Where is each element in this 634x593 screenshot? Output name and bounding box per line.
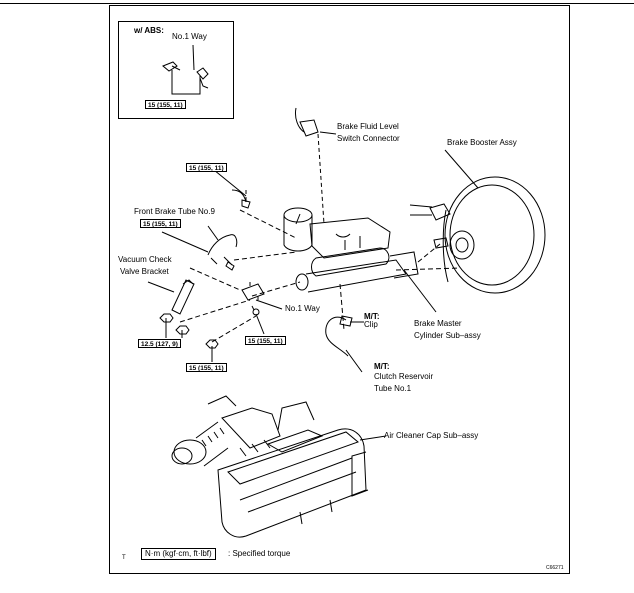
label-mt-clip-prefix: M/T: (364, 312, 380, 321)
torque-spec-5: 15 (155, 11) (186, 363, 227, 372)
tube9-leader (207, 225, 219, 241)
label-valve-bracket: Valve Bracket (120, 267, 169, 276)
connector-leader (319, 131, 337, 135)
label-switch-connector: Switch Connector (337, 134, 400, 143)
inset-title: w/ ABS: (134, 26, 164, 35)
booster-leader (444, 149, 479, 189)
label-mt-clutch-prefix: M/T: (374, 362, 390, 371)
legend-text: : Specified torque (228, 549, 291, 558)
air-cleaner-leader (359, 435, 387, 441)
figure-frame (109, 5, 570, 574)
label-clutch-reservoir: Clutch Reservoir (374, 372, 434, 381)
brake-master-cylinder (283, 207, 419, 293)
page-top-rule (0, 3, 634, 4)
bracket-leader (147, 281, 175, 293)
label-cylinder-sub-assy: Cylinder Sub–assy (414, 331, 481, 340)
label-clip: Clip (364, 320, 378, 329)
torque-spec-1: 15 (155, 11) (186, 163, 227, 172)
vacuum-check-valve-bracket (171, 279, 195, 315)
figure-code: C66271 (546, 565, 564, 571)
t3-leader (165, 318, 183, 338)
brake-booster (409, 176, 546, 294)
legend-torque-unit: N·m (kgf·cm, ft·lbf) (141, 548, 216, 560)
connector-dash (317, 133, 325, 225)
inset-leader (171, 70, 201, 95)
torque-spec-3: 12.5 (127, 9) (138, 339, 181, 348)
fluid-level-connector (295, 107, 319, 137)
abs-inset-box (118, 21, 234, 119)
nuts (159, 313, 219, 349)
no1-way-fitting (241, 282, 265, 316)
clutch-leader (345, 349, 363, 373)
label-brake-booster: Brake Booster Assy (447, 138, 517, 147)
torque-spec-2: 15 (155, 11) (140, 219, 181, 228)
assembly-centerlines (179, 190, 461, 343)
label-vacuum-check: Vacuum Check (118, 255, 172, 264)
t4-leader (255, 313, 265, 335)
t2-leader (161, 231, 209, 253)
label-no1-way: No.1 Way (285, 304, 320, 313)
label-brake-master: Brake Master (414, 319, 462, 328)
front-brake-tube-no9 (207, 234, 238, 271)
no1-way-leader (255, 299, 283, 310)
t1-leader (213, 169, 247, 197)
clutch-reservoir-tube (325, 315, 353, 357)
inset-torque-spec: 15 (155, 11) (145, 100, 186, 109)
inset-no1-way-label: No.1 Way (172, 32, 207, 41)
label-front-brake-tube: Front Brake Tube No.9 (134, 207, 215, 216)
inset-no1-way-part (162, 44, 209, 89)
master-cyl-leader (403, 269, 437, 313)
torque-spec-4: 15 (155, 11) (245, 336, 286, 345)
label-brake-fluid-level: Brake Fluid Level (337, 122, 399, 131)
air-cleaner-cap (171, 395, 369, 538)
footer-marker: T (122, 555, 126, 561)
top-brake-tube (231, 189, 251, 209)
label-air-cleaner-cap: Air Cleaner Cap Sub–assy (384, 431, 479, 440)
label-tube-no1: Tube No.1 (374, 384, 412, 393)
